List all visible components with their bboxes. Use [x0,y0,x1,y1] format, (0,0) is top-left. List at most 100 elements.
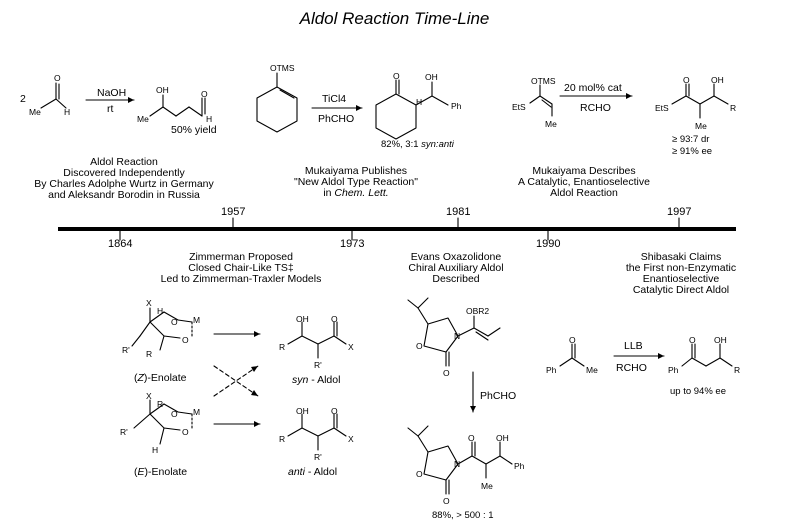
year-1990: 1990 [536,238,561,250]
timeline-bar [58,227,736,231]
atom-r: R [157,399,164,409]
event-1990-line1: Mukaiyama Describes [532,165,636,177]
evans-imide-structure [407,297,501,367]
event-1864-line3: By Charles Adolphe Wurtz in Germany [34,178,214,190]
atom-me: Me [586,365,598,375]
reaction3-ee: ≥ 91% ee [672,146,713,157]
atom-m: M [193,407,201,417]
atom-o: O [689,335,696,345]
year-1981: 1981 [446,206,471,218]
atom-o: O [416,341,423,351]
atom-r-prime: R' [122,345,130,355]
year-1957: 1957 [221,206,246,218]
atom-obr2: OBR2 [466,306,490,316]
atom-h: H [157,306,164,316]
atom-ph: Ph [514,461,525,471]
anti-aldol-label: anti - Aldol [288,466,338,478]
atom-o: O [171,409,178,419]
event-1957-line2: Closed Chair-Like TS‡ [188,262,294,274]
atom-ph: Ph [451,101,462,111]
figure-title: Aldol Reaction Time-Line [299,9,490,28]
reaction5-reagent-top: LLB [624,340,643,352]
event-1957-line1: Zimmerman Proposed [189,251,293,263]
atom-otms: OTMS [531,76,556,86]
e-enolate-label: (E)-Enolate [134,466,188,478]
z-transition-state [131,307,193,351]
reaction2-reagent-bottom: PhCHO [318,113,355,125]
atom-oh: OH [156,85,169,95]
year-1864: 1864 [108,238,133,250]
syn-aldol-structure [287,321,347,359]
event-1997-line2: the First non-Enzymatic [625,262,737,274]
atom-o: O [443,496,450,506]
reaction4-result: 88%, > 500 : 1 [432,510,494,521]
event-1864-line2: Discovered Independently [63,167,185,179]
dashed-cross-2 [213,365,259,397]
z-enolate-label: (Z)-Enolate [134,372,187,384]
event-1973-line1: Mukaiyama Publishes [304,165,408,177]
event-1864-line4: and Aleksandr Borodin in Russia [48,189,200,201]
reaction1-reagent-top: NaOH [97,87,127,99]
atom-n: N [454,459,461,469]
atom-x: X [146,391,152,401]
atom-oh: OH [711,75,724,85]
event-1997-line1: Shibasaki Claims [640,251,722,263]
atom-n: N [454,331,461,341]
atom-oh: OH [296,406,309,416]
atom-o: O [331,314,338,324]
event-1973-line2: "New Aldol Type Reaction" [294,176,418,188]
reaction2-result: 82%, 3:1 syn:anti [381,139,454,150]
atom-oh: OH [425,72,438,82]
event-1997-line4: Catalytic Direct Aldol [632,284,730,296]
acetaldehyde-structure [40,82,67,109]
atom-r-prime: R' [120,427,128,437]
atom-me: Me [137,114,149,124]
atom-me: Me [29,107,41,117]
atom-o: O [443,368,450,378]
mukaiyama-product-structure [375,79,449,140]
dashed-cross-1 [213,365,259,397]
event-1997-line3: Enantioselective [642,273,720,285]
atom-o: O [201,89,208,99]
reaction2-reagent-top: TiCl4 [322,93,347,105]
atom-oh: OH [496,433,509,443]
anti-aldol-structure [287,413,347,451]
atom-o: O [171,317,178,327]
atom-x: X [146,298,152,308]
thioester-aldol-structure [671,83,729,119]
atom-r: R [146,349,153,359]
atom-ets: EtS [512,102,526,112]
event-1981-line2: Chiral Auxiliary Aldol [408,262,504,274]
reaction1-coefficient: 2 [20,93,26,105]
atom-o: O [683,75,690,85]
event-1981-line1: Evans Oxazolidone [410,251,502,263]
reaction5-reagent-bottom: RCHO [616,362,647,374]
atom-r: R [279,434,286,444]
atom-o: O [54,73,61,83]
thio-ketene-acetal-structure [529,84,553,117]
silyl-enol-ether-structure [256,72,298,133]
reaction1-reagent-bottom: rt [107,103,114,115]
atom-oh: OH [714,335,727,345]
reaction3-reagent-bottom: RCHO [580,102,611,114]
atom-x: X [348,342,354,352]
event-1973-line3: in Chem. Lett. [323,187,389,199]
atom-ets: EtS [655,103,669,113]
atom-h: H [416,97,423,107]
event-1864-line1: Aldol Reaction [90,156,158,168]
reaction1-yield: 50% yield [171,124,217,136]
atom-o: O [331,406,338,416]
event-1957-line3: Led to Zimmerman-Traxler Models [160,273,322,285]
atom-x: X [348,434,354,444]
atom-r: R [279,342,286,352]
event-1990-line3: Aldol Reaction [550,187,618,199]
atom-ph: Ph [546,365,557,375]
aldol-product-structure [149,94,206,117]
reaction3-dr: ≥ 93:7 dr [672,134,710,145]
reaction5-ee: up to 94% ee [670,386,726,397]
atom-o: O [416,469,423,479]
atom-me: Me [481,481,493,491]
atom-ph: Ph [668,365,679,375]
syn-aldol-label: syn - Aldol [292,374,341,386]
